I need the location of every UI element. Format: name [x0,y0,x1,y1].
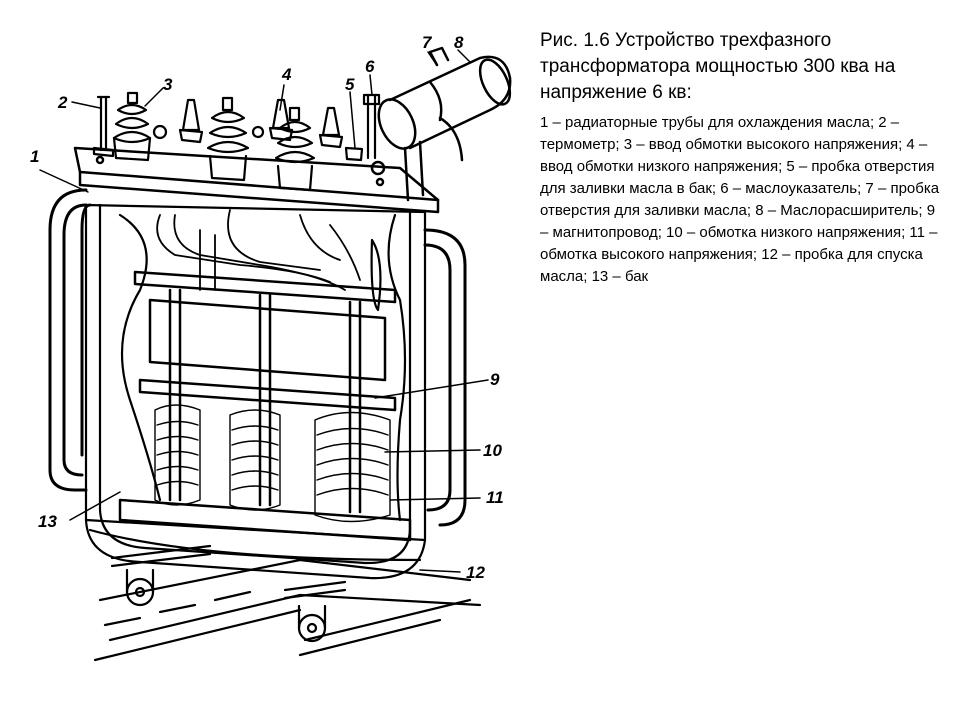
caption-legend: 1 – радиаторные трубы для охлаждения мас… [540,114,940,285]
conservator [370,46,512,202]
callout-5: 5 [345,75,355,94]
callout-labels: 1 2 3 4 5 6 7 8 9 10 11 12 13 [30,33,504,582]
callout-9: 9 [490,370,500,389]
oil-gauge [362,93,381,160]
cutaway [118,213,407,522]
windings [154,404,391,523]
figure-caption: Рис. 1.6 Устройство трехфазного трансфор… [540,28,945,288]
filler-plug [344,146,364,162]
hv-bushing-1 [112,91,152,162]
core [118,270,412,542]
callout-12: 12 [466,563,485,582]
thermometer [92,95,115,158]
rails [93,558,482,662]
lv-bushings [152,98,344,149]
callout-4: 4 [281,65,292,84]
callout-8: 8 [454,33,464,52]
callout-13: 13 [38,512,57,531]
callout-3: 3 [163,75,173,94]
callout-2: 2 [57,93,68,112]
hv-bushings [112,91,316,192]
caption-title: Рис. 1.6 Устройство трехфазного трансфор… [540,30,896,103]
callout-11: 11 [486,488,504,507]
callout-1: 1 [30,147,39,166]
hv-bushing-3 [274,106,316,192]
callout-6: 6 [365,57,375,76]
hv-bushing-2 [206,96,250,182]
leads [156,209,361,291]
radiator-tubes [48,188,467,527]
callout-7: 7 [422,33,433,52]
leader-lines [39,49,489,573]
tank-cover [73,146,440,214]
callout-10: 10 [483,441,502,460]
